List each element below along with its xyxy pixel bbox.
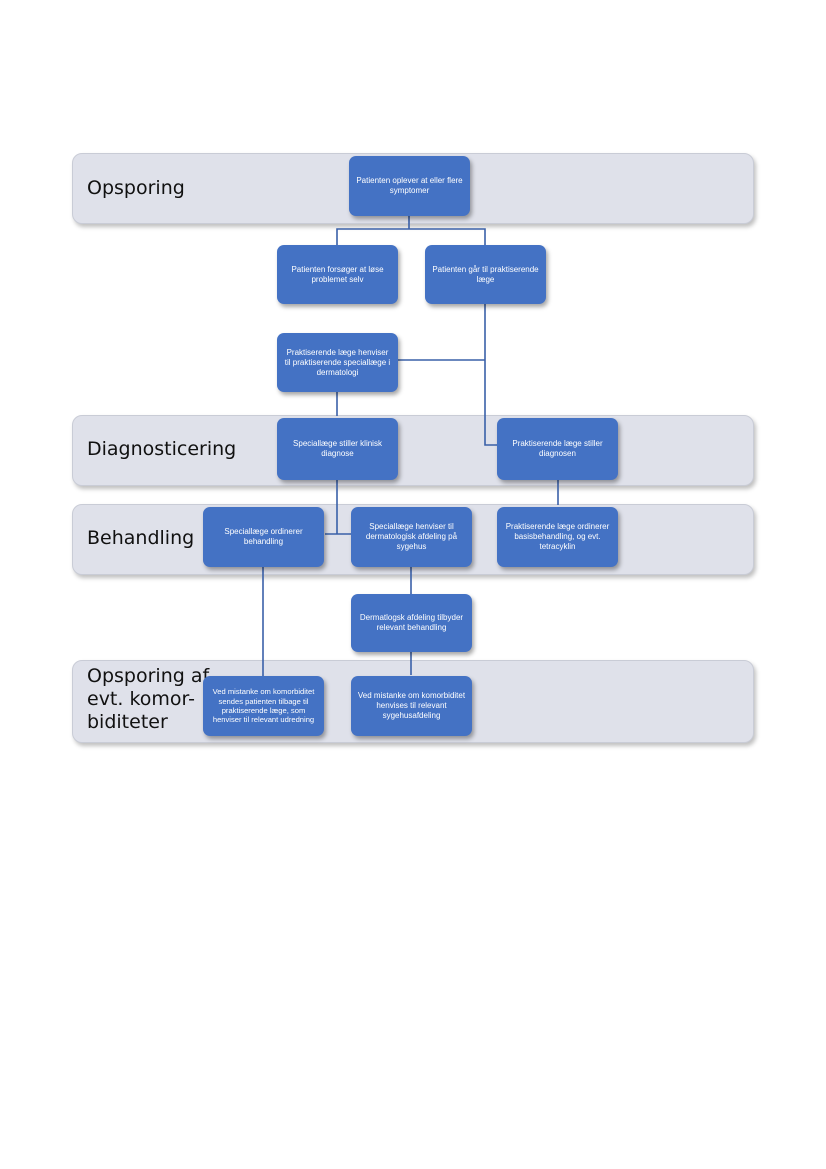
box-komorb-tilbage: Ved mistanke om komorbiditet sendes pati… — [203, 676, 324, 736]
connector-diagnose-split — [325, 480, 351, 535]
box-symptomer: Patienten oplever at eller flere symptom… — [349, 156, 470, 216]
band-label-opsporing: Opsporing — [87, 177, 185, 199]
box-henviser-sygehus: Speciallæge henviser til dermatologisk a… — [351, 507, 472, 567]
band-diagnosticering: Diagnosticering — [72, 415, 754, 486]
box-praktiserende: Patienten går til praktiserende læge — [425, 245, 546, 304]
connector-praktiserende-down — [484, 304, 497, 446]
box-selv: Patienten forsøger at løse problemet sel… — [277, 245, 398, 304]
band-label-komorbiditeter: Opsporing af evt. komor- biditeter — [87, 665, 210, 733]
band-label-behandling: Behandling — [87, 527, 195, 549]
band-label-diagnosticering: Diagnosticering — [87, 438, 237, 460]
box-special-behandling: Speciallæge ordinerer behandling — [203, 507, 324, 567]
box-henviser-special: Praktiserende læge henviser til praktise… — [277, 333, 398, 392]
box-basisbehandling: Praktiserende læge ordinerer basisbehand… — [497, 507, 618, 567]
box-praktiserende-diagnose: Praktiserende læge stiller diagnosen — [497, 418, 618, 480]
box-klinisk-diagnose: Speciallæge stiller klinisk diagnose — [277, 418, 398, 480]
box-komorb-sygehus: Ved mistanke om komorbiditet henvises ti… — [351, 676, 472, 736]
connector-symptomer-split — [336, 216, 486, 245]
box-dermatologisk-afdeling: Dermatlogsk afdeling tilbyder relevant b… — [351, 594, 472, 652]
